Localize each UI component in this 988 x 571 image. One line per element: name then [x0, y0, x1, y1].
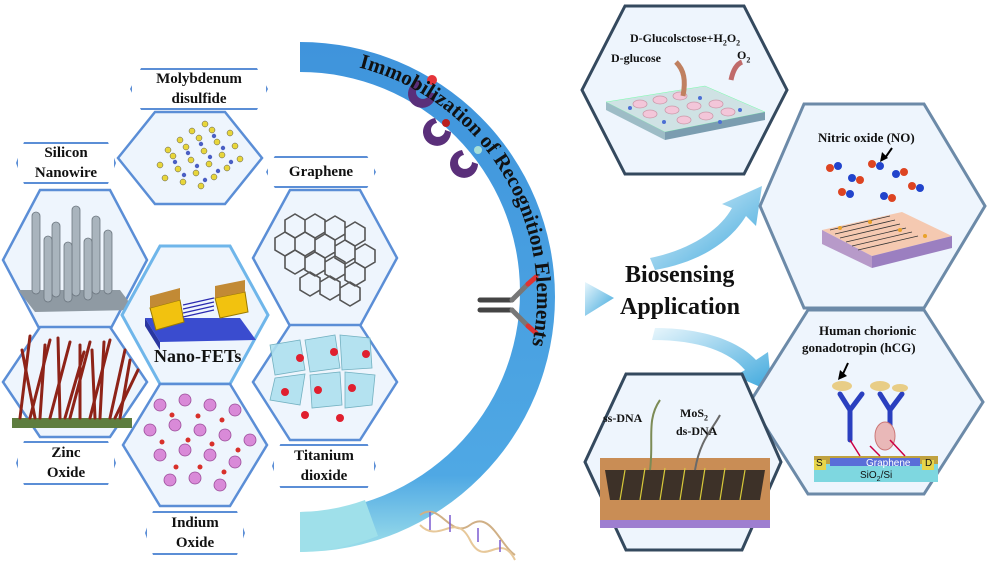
hex-titanium: [251, 323, 399, 442]
arc-title: Immobilization of Recognition Elements: [358, 49, 557, 349]
dna-icon: [419, 510, 516, 561]
glucose-left-label: D-glucose: [611, 51, 661, 65]
nitric-label: Nitric oxide (NO): [818, 130, 915, 145]
center-title-line1: Biosensing: [625, 262, 735, 288]
hex-zinc: [1, 325, 149, 439]
mos2-label: MoS2: [680, 406, 708, 423]
hcg-d-label: D: [925, 458, 933, 469]
hex-hcg: [748, 308, 985, 496]
arrow-up: [650, 186, 762, 270]
hex-nitric: [758, 102, 987, 310]
recognition-arc-tail: [300, 500, 378, 552]
ss-dna-label: ss-DNA: [603, 411, 643, 425]
glucose-top-label: D-Glucolsctose+H2O2: [630, 31, 741, 48]
antibody-icon: [477, 274, 539, 336]
hcg-label-line1: Human chorionic: [819, 323, 917, 338]
hex-glucose: [580, 4, 789, 176]
ds-dna-label: ds-DNA: [676, 424, 718, 438]
pointer-triangle: [585, 282, 614, 316]
hex-dna: [583, 372, 783, 552]
recognition-arc: [300, 42, 555, 552]
center-title-line2: Application: [620, 294, 741, 320]
hcg-graphene-label: Graphene: [866, 458, 911, 469]
receptor-icons: [408, 75, 482, 178]
svg-text:Immobilization of Recognition: Immobilization of Recognition Elements: [358, 49, 557, 349]
hex-molybdenum: [116, 110, 264, 206]
hex-silicon: [1, 188, 149, 332]
hex-indium: [121, 382, 269, 508]
o2-label: O2: [737, 48, 751, 65]
hcg-sio2-label: SiO2/Si: [860, 470, 893, 483]
hcg-s-label: S: [816, 458, 823, 469]
label-nanofets: Nano-FETs: [154, 346, 242, 366]
hcg-label-line2: gonadotropin (hCG): [802, 340, 916, 355]
label-graphene: Graphene: [266, 156, 376, 188]
hex-nanofets: [120, 244, 270, 386]
